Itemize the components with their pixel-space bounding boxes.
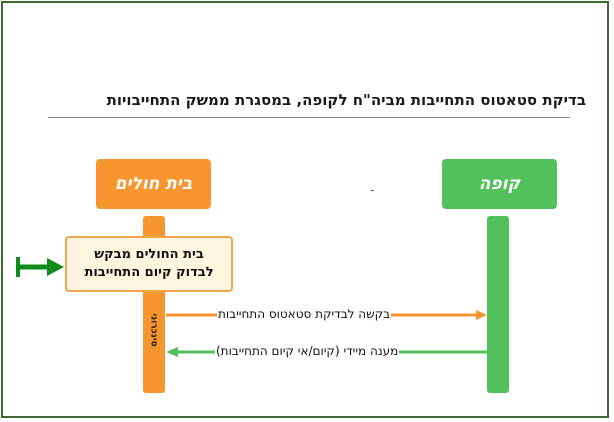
note-line-2: לבדוק קיום התחייבות <box>84 265 214 280</box>
diagram-title: בדיקת סטאטוס התחייבות מביה"ח לקופה, במסג… <box>106 91 586 109</box>
actor-kupa-label: קופה <box>478 174 521 194</box>
actor-hospital: בית חולים <box>96 159 211 209</box>
lifeline-kupa <box>487 216 509 393</box>
message-response-label: מענה מיידי (קיום/אי קיום התחייבות) <box>215 344 400 358</box>
actor-hospital-label: בית חולים <box>114 174 193 194</box>
sync-label-box: סינכרוני <box>139 300 169 360</box>
sync-label: סינכרוני <box>149 313 159 347</box>
note-line-1: בית החולים מבקש <box>94 247 204 262</box>
title-divider <box>48 117 570 118</box>
note-hospital-request: בית החולים מבקש לבדוק קיום התחייבות <box>65 236 233 292</box>
message-request-label: בקשה לבדיקת סטאטוס התחייבות <box>217 307 392 321</box>
actor-kupa: קופה <box>442 159 557 209</box>
stray-dot <box>371 190 374 191</box>
entry-arrow-icon <box>16 257 64 277</box>
